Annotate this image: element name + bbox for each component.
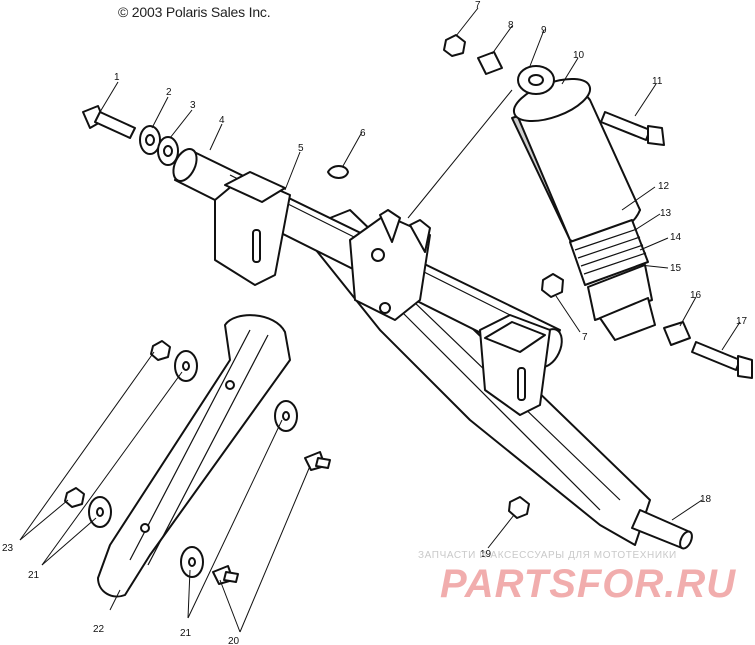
callout-11: 11 (652, 76, 663, 87)
callout-20: 20 (228, 636, 240, 645)
callout-2: 2 (166, 87, 172, 98)
bolt-1 (82, 105, 136, 139)
callout-8: 8 (508, 20, 514, 31)
washer-3 (157, 136, 179, 166)
callout-12: 12 (658, 181, 670, 192)
watermark-subtitle: ЗАПЧАСТИ И АКСЕССУАРЫ ДЛЯ МОТОТЕХНИКИ (418, 550, 677, 561)
nut-7-top (443, 34, 466, 57)
callout-10: 10 (573, 50, 585, 61)
bolt-11 (600, 111, 665, 146)
bushing-8 (477, 51, 503, 75)
leader-lines (19, 7, 741, 633)
callout-13: 13 (660, 208, 672, 219)
right-bracket (479, 314, 551, 416)
callout-1: 1 (114, 72, 120, 83)
callout-18: 18 (700, 494, 712, 505)
callout-14: 14 (670, 232, 682, 243)
callout-9: 9 (541, 25, 547, 36)
middle-shock-bracket (349, 209, 431, 321)
callout-17: 17 (736, 316, 748, 327)
rear-axle (631, 509, 693, 550)
callout-4: 4 (219, 115, 225, 126)
copyright-notice: © 2003 Polaris Sales Inc. (118, 4, 271, 20)
nut-19 (508, 496, 530, 519)
nut-23-upper (150, 340, 171, 361)
bushing-16 (663, 321, 691, 346)
watermark-logo: PARTSFOR.RU (440, 562, 737, 606)
nut-7-mid (541, 273, 564, 298)
callout-22: 22 (93, 624, 105, 635)
shock-top-eye (517, 65, 555, 95)
callout-7-top: 7 (475, 0, 481, 11)
washer-21-bottom (180, 546, 204, 578)
nut-23-lower (64, 487, 85, 508)
washer-21-lower (88, 496, 112, 528)
bolt-17 (691, 341, 753, 379)
screw-20-upper (304, 451, 331, 471)
callout-21-left: 21 (28, 570, 40, 581)
washer-21-right (274, 400, 298, 432)
callout-5: 5 (298, 143, 304, 154)
callout-7-mid: 7 (582, 332, 588, 343)
callout-16: 16 (690, 290, 702, 301)
callout-19: 19 (480, 549, 492, 560)
callout-6: 6 (360, 128, 366, 139)
callout-21-bottom: 21 (180, 628, 192, 639)
washer-2 (139, 125, 161, 155)
clip-6 (327, 165, 349, 179)
callout-23: 23 (2, 543, 14, 554)
left-bracket (214, 171, 291, 286)
shock-absorber (511, 77, 656, 341)
screw-20-lower (212, 565, 239, 585)
torque-link (97, 314, 291, 598)
callout-15: 15 (670, 263, 682, 274)
callout-3: 3 (190, 100, 196, 111)
